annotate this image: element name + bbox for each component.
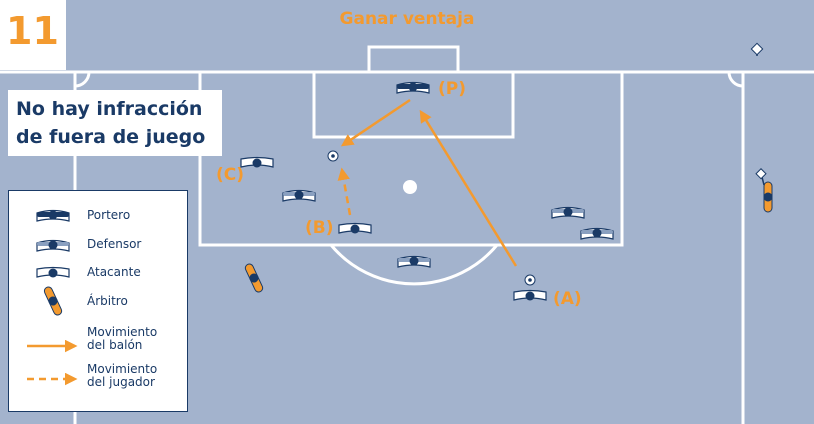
legend-attacker-icon — [36, 266, 70, 279]
attacker-a — [513, 289, 547, 302]
label-b: (B) — [305, 218, 334, 238]
label-c: (C) — [216, 165, 245, 185]
attacker-b — [338, 222, 372, 235]
legend-player-move-label-2: del jugador — [87, 375, 155, 389]
legend-goalkeeper-icon — [36, 209, 70, 222]
goalkeeper-p — [396, 81, 430, 94]
scenario-number: 11 — [6, 9, 59, 53]
legend-ball-move-label-1: Movimiento — [87, 325, 158, 339]
label-a: (A) — [553, 289, 582, 309]
label-p: (P) — [438, 79, 466, 99]
diagram-title: Ganar ventaja — [339, 9, 475, 29]
legend-referee-icon — [42, 285, 64, 317]
ball-at-a — [524, 274, 536, 286]
player-movement-arrow-b — [337, 167, 352, 216]
assistant-referee — [763, 181, 773, 213]
penalty-spot — [403, 180, 417, 194]
legend-player-move-label-1: Movimiento — [87, 362, 158, 376]
corner-flag — [750, 42, 764, 56]
defender — [551, 206, 585, 219]
ball-movement-arrow-a-to-p — [419, 109, 518, 267]
legend-defender-icon — [36, 239, 70, 252]
decision-line-2: de fuera de juego — [16, 126, 206, 148]
referee — [243, 262, 265, 294]
assistant-flag-icon — [755, 168, 767, 186]
legend-referee-label: Árbitro — [87, 294, 128, 308]
attacker-c — [240, 156, 274, 169]
decision-line-1: No hay infracción — [16, 98, 203, 120]
ball-movement-arrow-p-to-b — [340, 98, 411, 147]
ball-target — [327, 150, 339, 162]
defender — [282, 189, 316, 202]
legend-goalkeeper-label: Portero — [87, 208, 131, 222]
legend: Portero Defensor Atacante Árbitro Movimi… — [8, 190, 188, 412]
legend-ball-move-label-2: del balón — [87, 338, 143, 352]
legend-attacker-label: Atacante — [87, 265, 141, 279]
decision-box: No hay infracción de fuera de juego — [8, 90, 222, 156]
legend-defender-label: Defensor — [87, 237, 142, 251]
defender — [580, 227, 614, 240]
defender — [397, 255, 431, 268]
scenario-number-box: 11 — [0, 0, 66, 70]
